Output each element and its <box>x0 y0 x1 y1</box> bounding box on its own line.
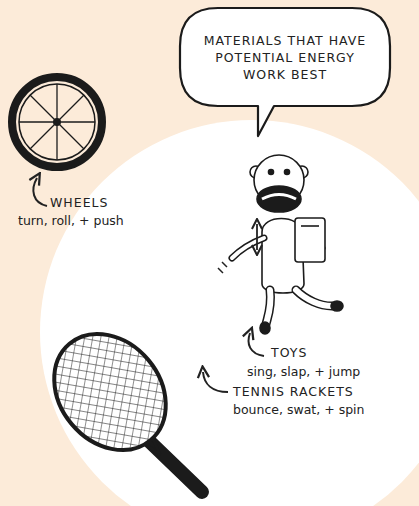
monkey-leg <box>266 290 271 324</box>
white-circle <box>40 120 419 506</box>
item-name: TENNIS RACKETS <box>233 384 354 399</box>
pointer-arrow <box>203 372 228 392</box>
monkey-leg <box>296 290 332 306</box>
monkey-foot <box>331 301 343 311</box>
item-name: TOYS <box>271 345 307 360</box>
speech-bubble: MATERIALS THAT HAVE POTENTIAL ENERGY WOR… <box>178 6 392 108</box>
monkey-arm <box>232 238 264 258</box>
monkey-lips <box>262 195 296 200</box>
monkey-leg-fill <box>266 290 271 324</box>
motion-arrow <box>256 224 258 250</box>
wheel-tire <box>12 77 102 167</box>
monkey-eye <box>285 170 290 175</box>
wheel-spokes <box>19 84 95 160</box>
spoke <box>30 95 84 149</box>
motion-mark <box>222 262 227 267</box>
monkey-muzzle <box>257 186 301 212</box>
tennis-racket <box>31 312 202 492</box>
wheel <box>12 77 102 167</box>
pointer-arrow <box>33 178 47 206</box>
toy-box-line <box>301 225 319 227</box>
spoke <box>30 95 84 149</box>
item-actions: turn, roll, + push <box>18 213 124 228</box>
racket-head <box>31 312 189 473</box>
wheel-hub <box>53 118 61 126</box>
bubble-shape <box>180 8 390 136</box>
item-actions: bounce, swat, + spin <box>233 402 364 417</box>
monkey-eye <box>269 170 274 175</box>
item-actions: sing, slap, + jump <box>247 364 360 379</box>
monkey-leg-fill <box>296 290 332 306</box>
motion-mark <box>218 268 223 273</box>
monkey-foot <box>260 322 270 334</box>
pointer-arrow <box>249 333 264 356</box>
motion-marks <box>218 262 227 273</box>
item-name: WHEELS <box>50 195 108 210</box>
wheel-rim <box>19 84 95 160</box>
sock-monkey <box>232 155 343 334</box>
bubble-text: MATERIALS THAT HAVE POTENTIAL ENERGY WOR… <box>200 32 370 83</box>
toy-box <box>295 218 325 262</box>
monkey-arm-fill <box>232 238 264 258</box>
